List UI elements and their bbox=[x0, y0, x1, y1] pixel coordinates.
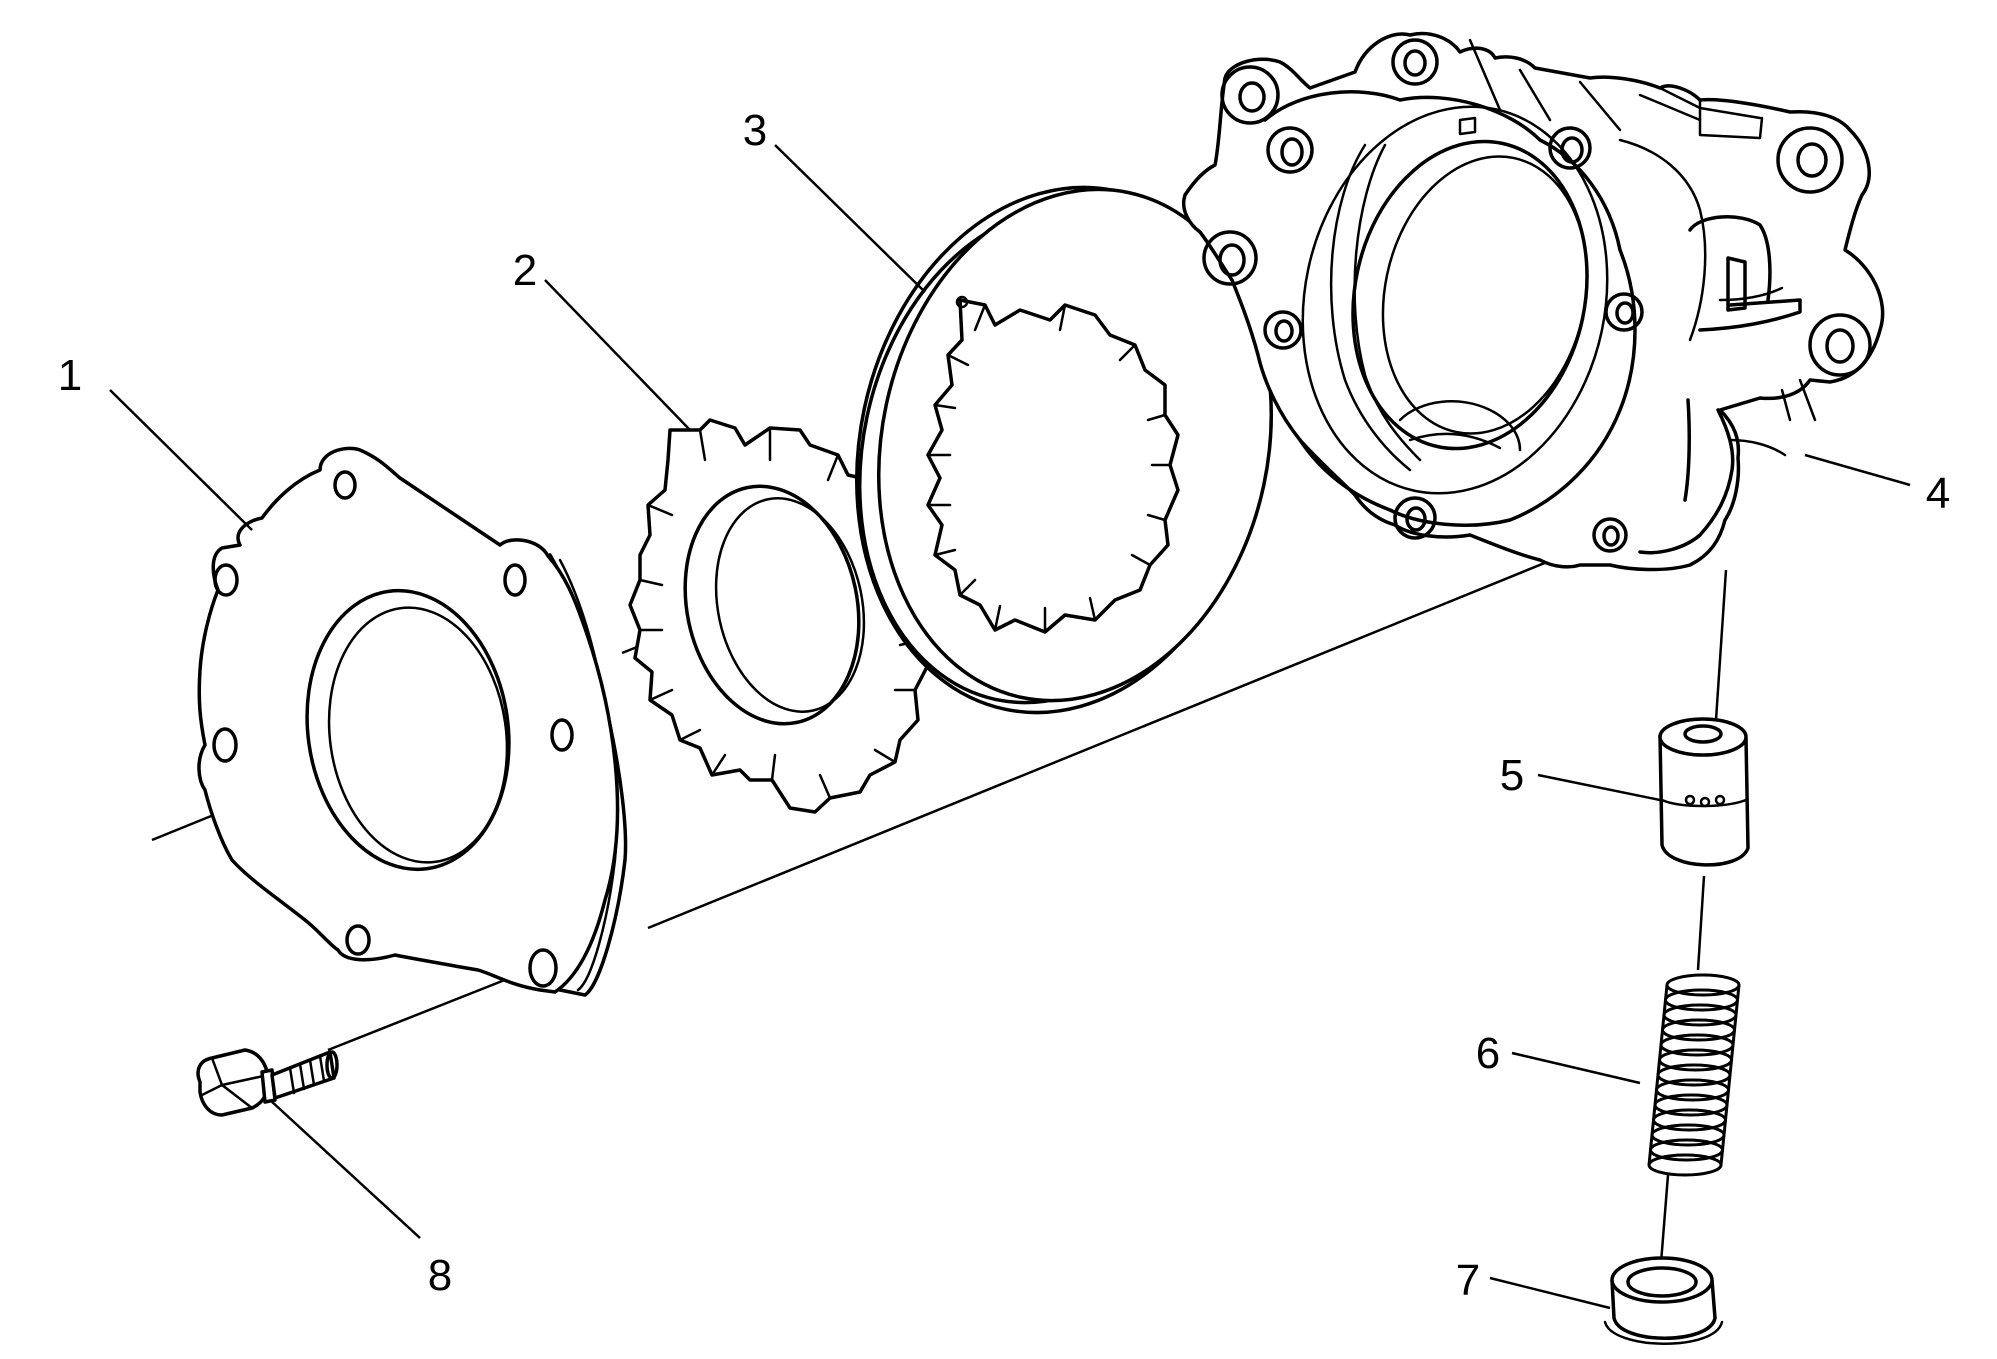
callout-5: 5 bbox=[1500, 751, 1661, 802]
spring-outline-right bbox=[1719, 984, 1741, 1166]
bolt-part bbox=[196, 1048, 339, 1117]
spring-outline-left bbox=[1647, 984, 1669, 1166]
callout-4: 4 bbox=[1804, 453, 1950, 518]
callout-label-5: 5 bbox=[1500, 751, 1524, 800]
callout-label-6: 6 bbox=[1476, 1029, 1500, 1078]
callout-3: 3 bbox=[743, 106, 926, 293]
pump-housing-part bbox=[1182, 31, 1885, 572]
plug-part bbox=[1603, 1256, 1724, 1345]
callout-8: 8 bbox=[269, 1099, 452, 1300]
callout-label-2: 2 bbox=[513, 246, 537, 295]
callout-label-8: 8 bbox=[428, 1251, 452, 1300]
callout-label-3: 3 bbox=[743, 106, 767, 155]
callout-label-1: 1 bbox=[58, 351, 82, 400]
callout-label-4: 4 bbox=[1926, 469, 1950, 518]
callout-2: 2 bbox=[513, 246, 691, 431]
relief-spring-part bbox=[1647, 973, 1741, 1177]
callout-label-7: 7 bbox=[1456, 1256, 1480, 1305]
inner-gear-part bbox=[628, 418, 932, 814]
relief-valve-part bbox=[1658, 717, 1750, 867]
outer-rotor-part bbox=[855, 185, 1274, 715]
callout-1: 1 bbox=[58, 351, 253, 531]
callout-7: 7 bbox=[1456, 1256, 1611, 1310]
pump-cover-part bbox=[197, 446, 628, 997]
spring-coil bbox=[1647, 1153, 1723, 1177]
callout-6: 6 bbox=[1476, 1029, 1641, 1085]
